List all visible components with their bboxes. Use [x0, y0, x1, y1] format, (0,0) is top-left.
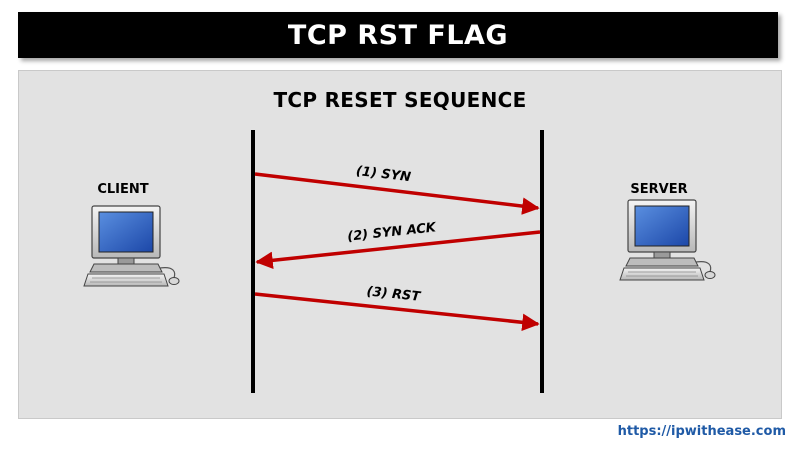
client-label: CLIENT [97, 182, 148, 197]
syn-label: (1) SYN [355, 164, 412, 185]
client-computer-icon [83, 205, 180, 287]
page-title: TCP RST FLAG [287, 19, 509, 51]
rst-arrow [254, 292, 540, 332]
syn-arrow [254, 172, 540, 215]
rst-label: (3) RST [366, 284, 422, 305]
diagram-title: TCP RESET SEQUENCE [273, 88, 527, 112]
syn-ack-arrow [255, 230, 541, 270]
website-link[interactable]: https://ipwithease.com [617, 424, 786, 439]
title-banner: TCP RST FLAG [18, 12, 778, 58]
server-label: SERVER [630, 182, 687, 197]
syn-ack-label: (2) SYN ACK [347, 220, 438, 244]
server-computer-icon [619, 199, 716, 281]
